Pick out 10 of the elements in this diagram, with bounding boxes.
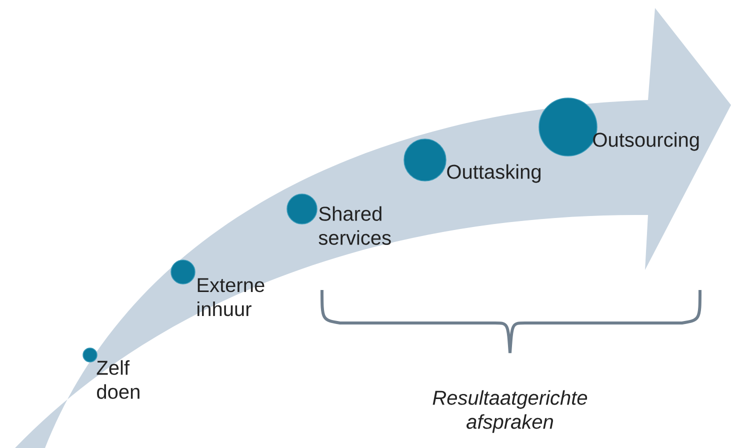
stage-label: Zelf doen — [96, 360, 140, 399]
stage-circle — [170, 260, 196, 284]
stage-label: Shared services — [318, 206, 391, 245]
stage-circle — [82, 348, 98, 362]
stage-label: Outsourcing — [593, 132, 699, 151]
stage-label: Externe inhuur — [198, 278, 264, 316]
stage-label: Outtasking — [447, 164, 541, 183]
bracket-note: Resultaatgerichte afspraken — [432, 390, 588, 433]
stage-circle — [404, 138, 446, 182]
stage-circle — [286, 194, 318, 224]
